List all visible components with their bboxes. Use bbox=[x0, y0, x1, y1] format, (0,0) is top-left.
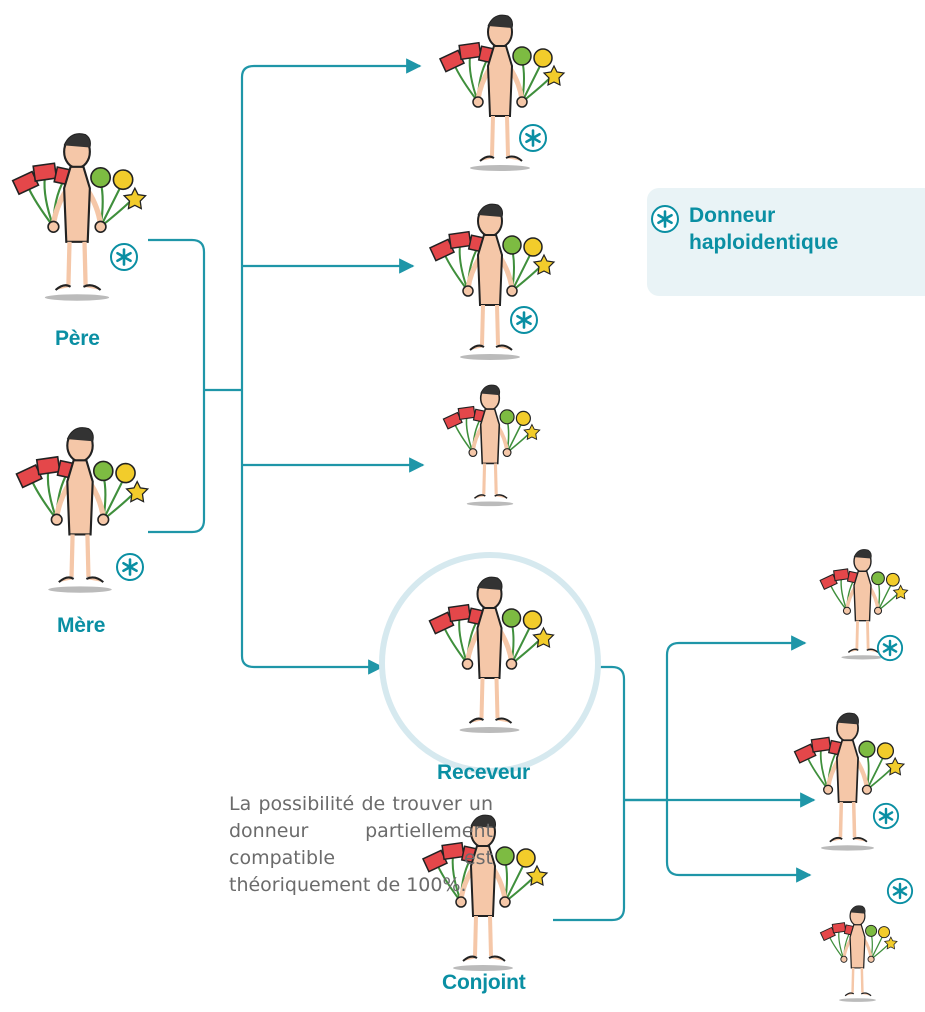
sibling-trunk bbox=[240, 58, 422, 78]
donor-marker-icon bbox=[518, 123, 548, 153]
legend-label: Donneur haploidentique bbox=[689, 202, 838, 256]
circled-asterisk-icon bbox=[650, 204, 680, 234]
person-father bbox=[13, 134, 146, 301]
person-sibling-2 bbox=[430, 204, 554, 360]
mother-label: Mère bbox=[57, 614, 106, 637]
spouse-connector bbox=[553, 800, 626, 922]
legend-box: Donneur haploidentique bbox=[647, 188, 925, 296]
person-sibling-3 bbox=[443, 385, 539, 506]
recipient-connector bbox=[597, 665, 626, 800]
person-child-3 bbox=[820, 877, 914, 1002]
mother-connector bbox=[148, 390, 206, 534]
child-1-arrow bbox=[665, 635, 807, 656]
donor-marker-icon bbox=[872, 802, 900, 830]
donor-marker-icon bbox=[886, 877, 914, 905]
connector-lines bbox=[148, 58, 816, 922]
donor-marker-icon bbox=[109, 242, 139, 272]
spouse-label: Conjoint bbox=[442, 971, 526, 994]
donor-marker-icon bbox=[876, 634, 904, 662]
compatibility-note: La possibilité de trouver un donneur par… bbox=[229, 793, 493, 896]
person-child-2 bbox=[795, 713, 904, 851]
person-mother bbox=[16, 428, 147, 593]
donor-marker-icon bbox=[115, 552, 145, 582]
recipient-label: Receveur bbox=[437, 761, 530, 784]
person-child-1 bbox=[820, 549, 908, 660]
father-connector bbox=[148, 238, 206, 390]
person-sibling-1 bbox=[440, 15, 564, 171]
donor-marker-icon bbox=[509, 305, 539, 335]
legend-label-line-1: Donneur bbox=[689, 204, 776, 227]
father-label: Père bbox=[55, 327, 100, 350]
legend-label-line-2: haploidentique bbox=[689, 231, 839, 254]
